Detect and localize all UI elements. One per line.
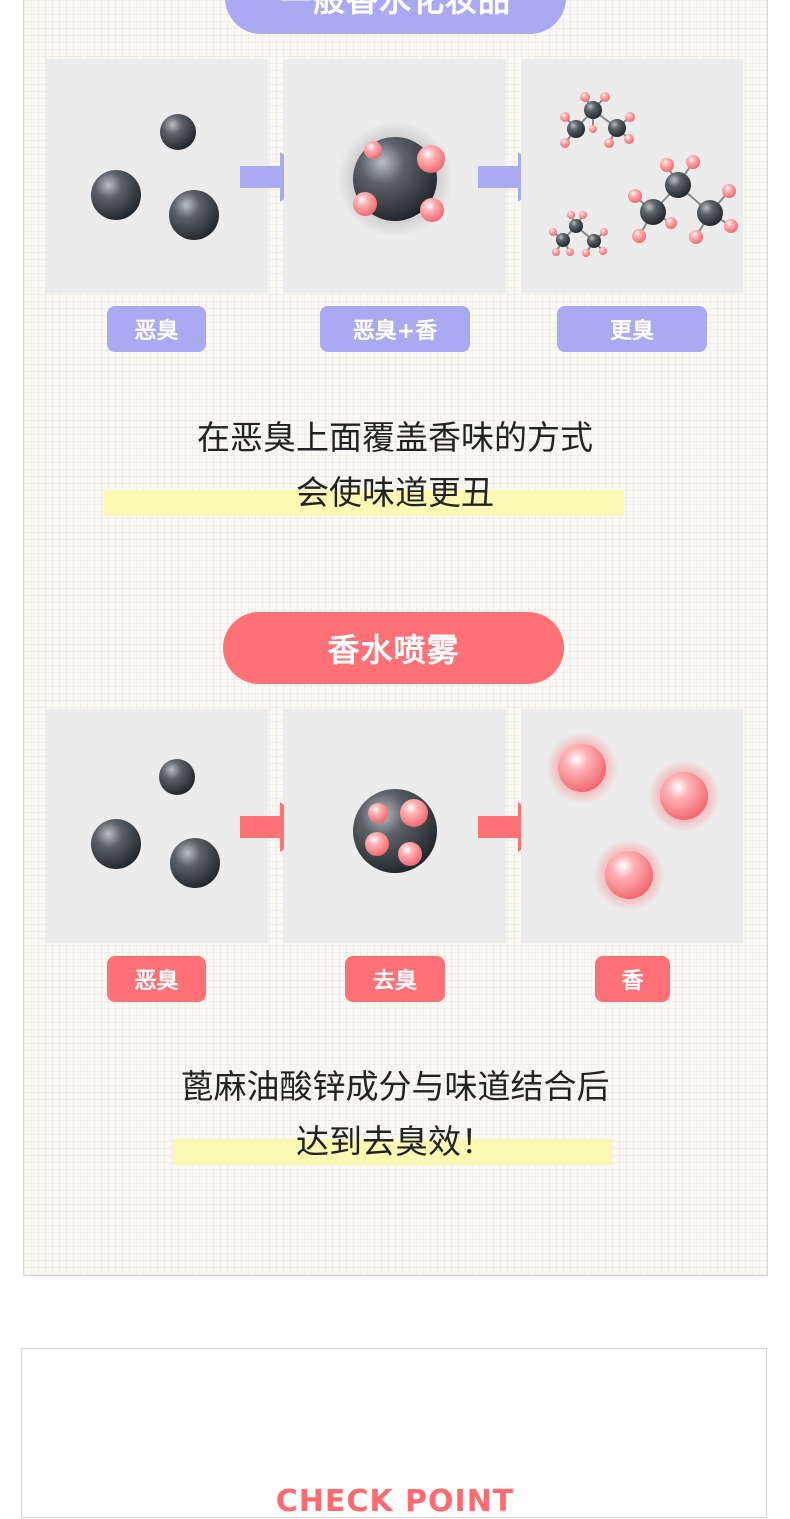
step-label-text: 恶臭 — [134, 969, 179, 994]
illustration-odor — [46, 59, 268, 293]
odor-chain-molecule-icon — [549, 92, 738, 257]
caption-perfume-line1: 蓖麻油酸锌成分与味道结合后 — [180, 1067, 610, 1106]
highlight-bar — [104, 490, 624, 516]
step-label-odor: 恶臭 — [107, 956, 206, 1002]
fragrance-sphere-icon — [546, 732, 720, 911]
section-title-general: 一般香水化妆品 — [225, 0, 566, 34]
illustration-worse-odor — [521, 59, 743, 293]
step-label-fragrance: 香 — [595, 956, 670, 1002]
check-point-title: CHECK POINT — [275, 1484, 515, 1519]
illustration-odor — [46, 709, 268, 943]
step-label-odor-plus-fragrance: 恶臭+香 — [320, 306, 470, 352]
illustration-odor-plus-fragrance — [284, 59, 506, 293]
step-label-text: 去臭 — [372, 969, 417, 994]
step-label-odor: 恶臭 — [107, 306, 206, 352]
step-label-deodorize: 去臭 — [345, 956, 445, 1002]
odor-molecule-icon — [91, 759, 220, 888]
section-title-general-text: 一般香水化妆品 — [279, 0, 511, 19]
section-title-perfume: 香水喷雾 — [223, 612, 564, 684]
section-title-perfume-text: 香水喷雾 — [327, 631, 460, 669]
step-label-text: 香 — [621, 969, 644, 994]
odor-molecule-icon — [91, 114, 219, 240]
caption-general-line1: 在恶臭上面覆盖香味的方式 — [197, 418, 593, 457]
step-label-worse-odor: 更臭 — [557, 306, 707, 352]
bound-molecule-icon — [353, 789, 437, 873]
caption-perfume-line2: 达到去臭效！ — [296, 1122, 494, 1161]
illustration-deodorize — [284, 709, 506, 943]
check-point-panel — [21, 1348, 767, 1518]
step-label-text: 更臭 — [609, 319, 654, 344]
caption-general-line2: 会使味道更丑 — [296, 473, 494, 512]
highlight-bar — [173, 1139, 611, 1165]
step-label-text: 恶臭+香 — [352, 319, 438, 344]
covered-molecule-icon — [337, 121, 453, 237]
step-label-text: 恶臭 — [134, 319, 179, 344]
illustration-fragrance — [521, 709, 743, 943]
